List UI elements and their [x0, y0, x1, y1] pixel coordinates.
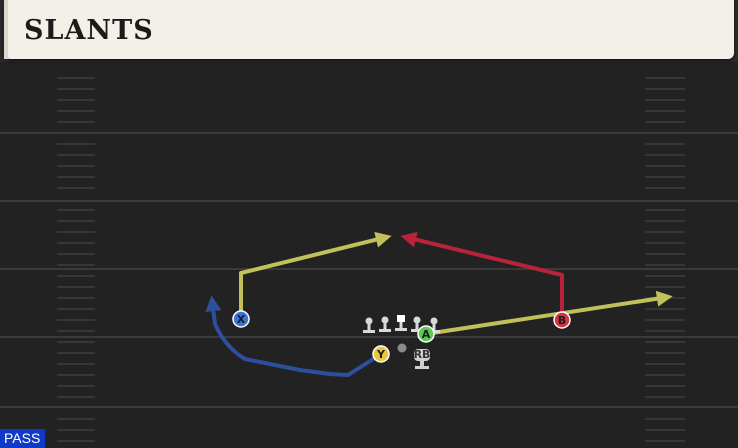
title-card: SLANTS	[4, 0, 734, 59]
receiver-x: X	[232, 310, 250, 328]
quarterback-icon	[397, 343, 407, 353]
left-tackle-icon	[363, 317, 375, 333]
right-guard-icon	[411, 316, 423, 332]
receiver-b-label: B	[558, 314, 566, 327]
field-svg: RB X Y A B	[0, 77, 738, 442]
running-back-icon: RB	[414, 348, 431, 369]
route-b	[400, 231, 564, 320]
route-x	[239, 231, 392, 319]
left-guard-icon	[379, 316, 391, 332]
center-icon	[395, 315, 407, 331]
receiver-y-label: Y	[376, 348, 386, 361]
receiver-a-label: A	[422, 328, 431, 341]
route-a	[425, 290, 673, 336]
receiver-b: B	[553, 311, 571, 329]
play-type-badge: PASS	[0, 429, 46, 448]
title-accent	[4, 0, 8, 59]
hash-marks-right	[645, 77, 685, 442]
hash-marks-left	[57, 77, 95, 442]
football-field: RB X Y A B	[0, 62, 738, 448]
route-y	[205, 295, 383, 377]
yard-lines	[0, 132, 738, 408]
receiver-x-label: X	[237, 313, 246, 326]
title-bar: SLANTS	[0, 0, 738, 62]
receiver-a: A	[417, 325, 435, 343]
play-title: SLANTS	[24, 15, 154, 46]
receiver-y: Y	[372, 345, 390, 363]
rb-label: RB	[414, 348, 431, 361]
